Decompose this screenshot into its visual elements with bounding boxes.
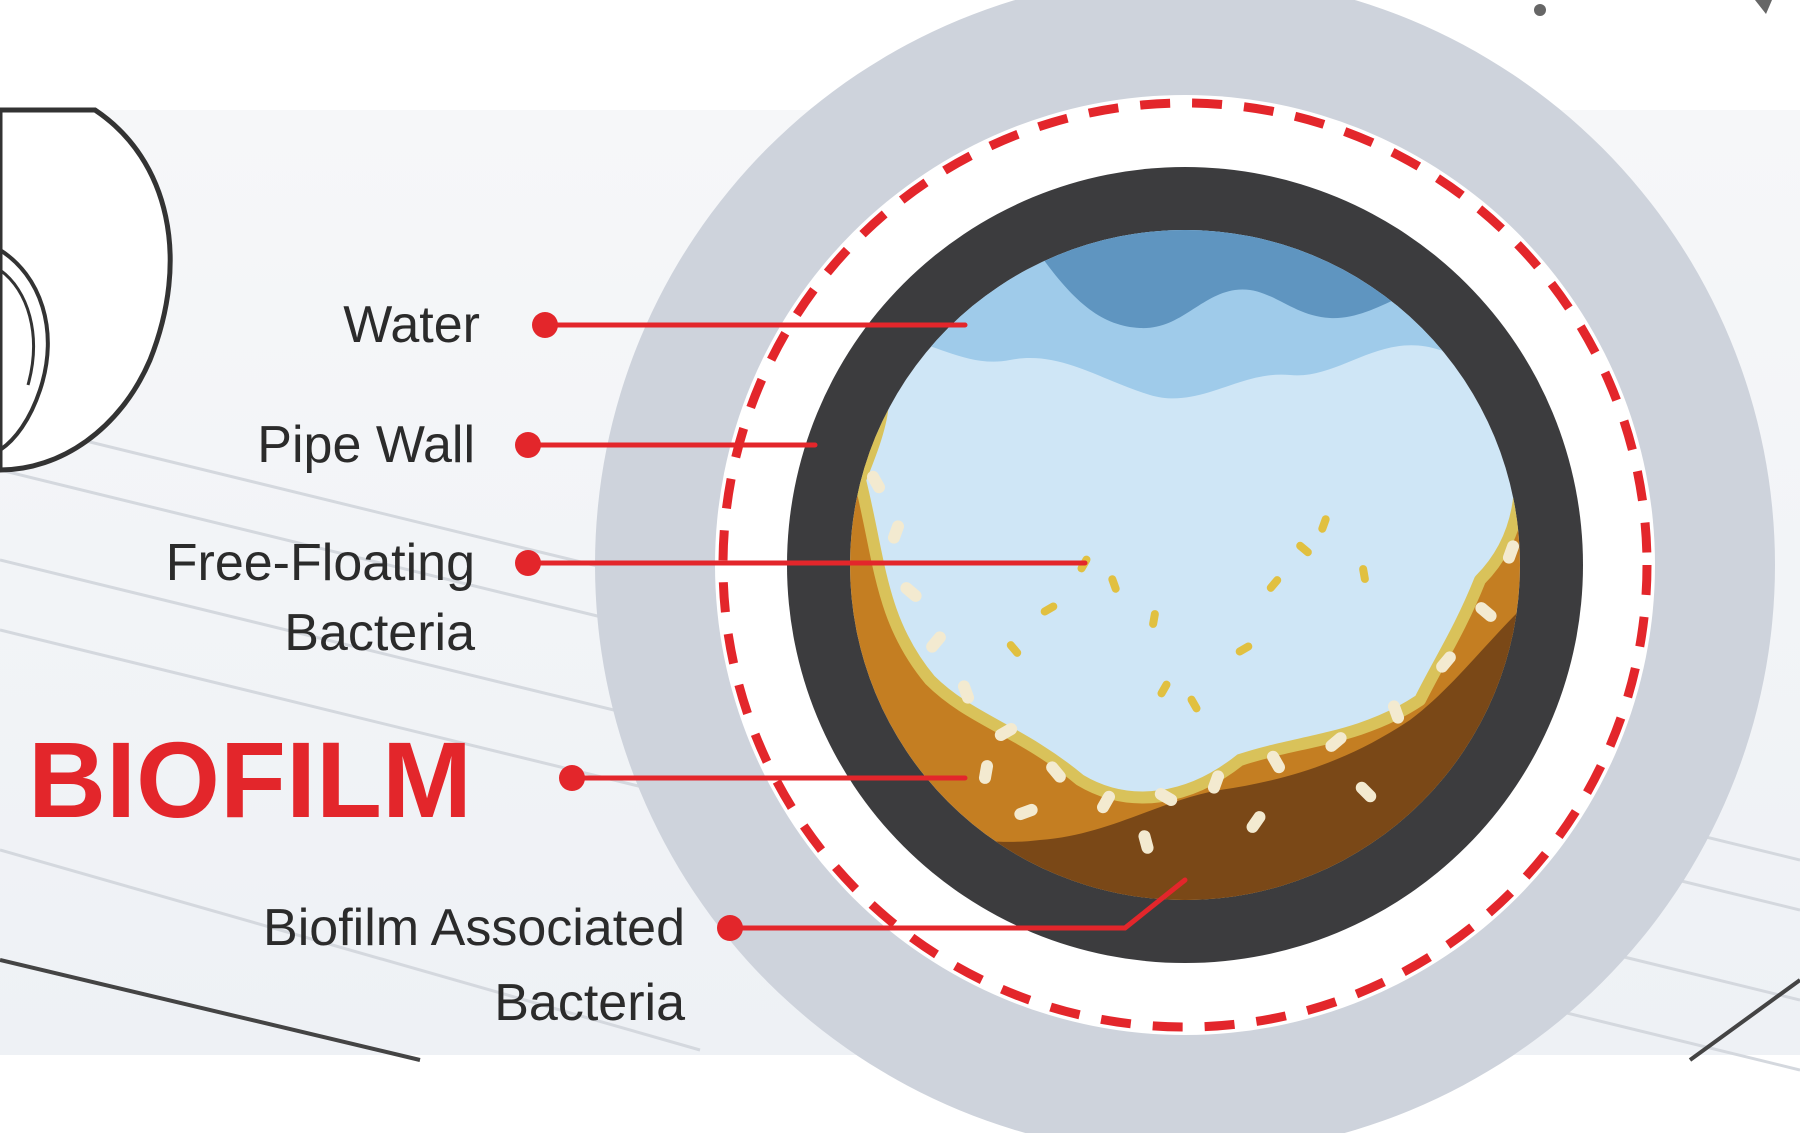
magnifier-dashed-ring xyxy=(718,98,1652,1032)
free-floating-bacteria-cluster xyxy=(1006,515,1369,713)
leader-line-biofilm-associated xyxy=(727,877,1188,931)
background-pipe-right-edge xyxy=(1688,978,1800,1062)
leader-dot-biofilm xyxy=(559,765,585,791)
biofilm-associated-bacteria-cluster xyxy=(867,470,1520,854)
leader-dot-free-floating xyxy=(515,550,541,576)
label-free-floating-line2: Bacteria xyxy=(284,604,475,662)
label-biofilm: BIOFILM xyxy=(28,719,472,840)
leader-dot-pipe-wall xyxy=(515,432,541,458)
background-pipe-bottom-edge xyxy=(0,958,421,1062)
label-water: Water xyxy=(343,296,480,354)
leader-lines xyxy=(525,322,1188,931)
label-biofilm-associated-line2: Bacteria xyxy=(494,974,685,1032)
leader-dots xyxy=(515,312,743,941)
pipe-end-illustration xyxy=(0,107,173,473)
label-pipe-wall: Pipe Wall xyxy=(257,416,475,474)
label-free-floating-line1: Free-Floating xyxy=(165,534,475,592)
label-biofilm-associated-line1: Biofilm Associated xyxy=(263,899,685,957)
leader-dot-biofilm-associated xyxy=(717,915,743,941)
leader-dot-water xyxy=(532,312,558,338)
